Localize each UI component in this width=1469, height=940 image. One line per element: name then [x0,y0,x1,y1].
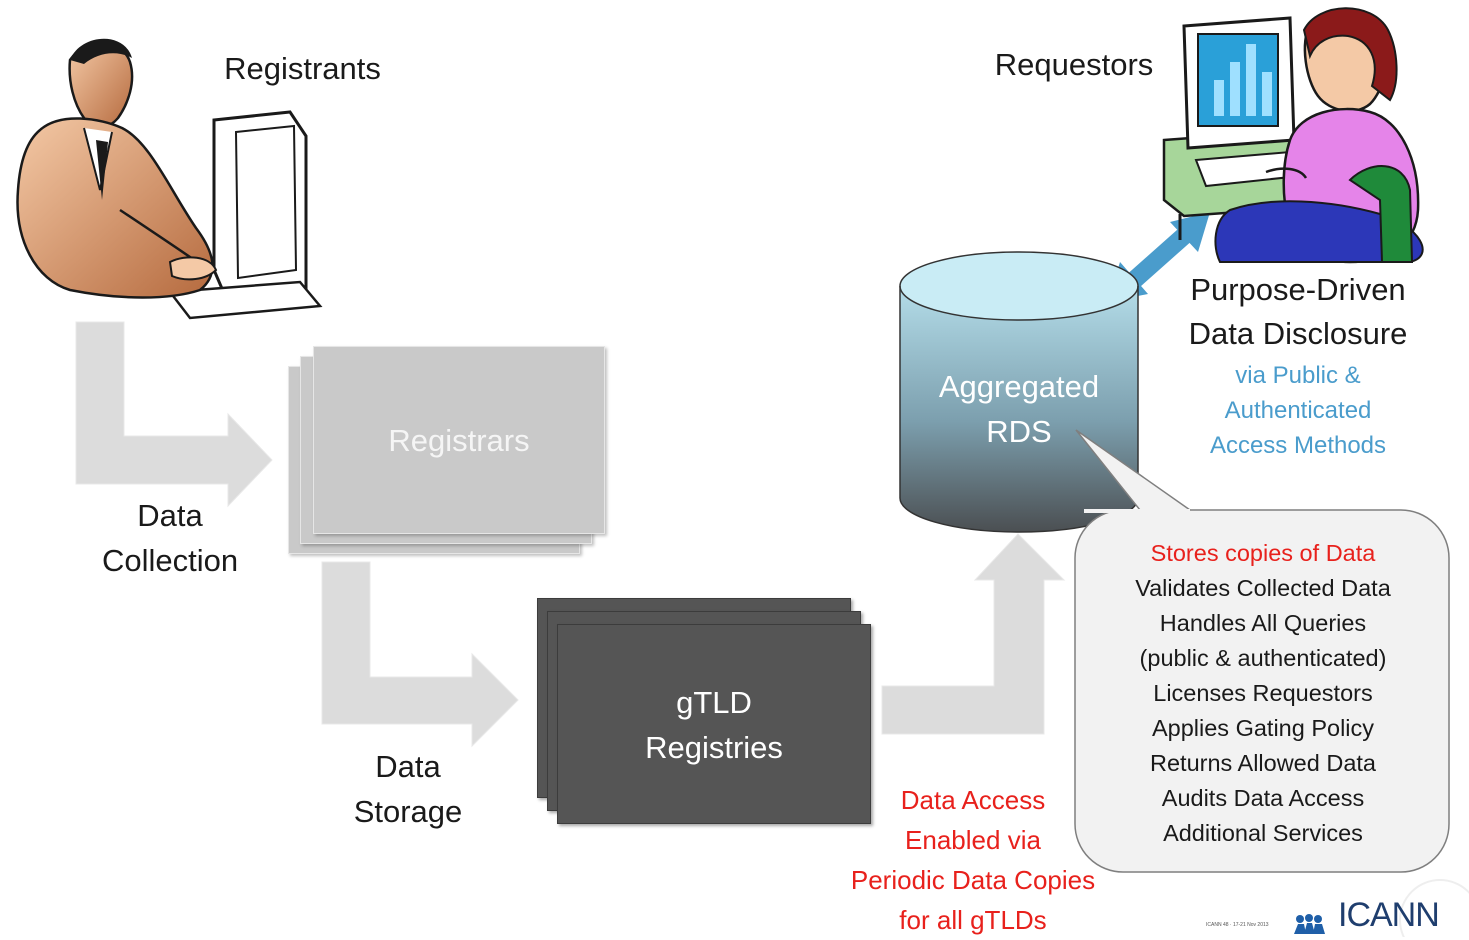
icann-logo: ICANN 48 · 17-21 Nov 2013 ICANN [1206,896,1466,937]
registrants-label: Registrants [224,51,381,86]
data-collection-label: Data Collection [60,493,280,583]
callout-item: Returns Allowed Data [1150,750,1376,776]
callout-item: Validates Collected Data [1135,575,1391,601]
data-access-line2: Enabled via [905,825,1041,855]
registrant-person-illustration [16,38,323,320]
rds-line1: Aggregated [938,369,1100,404]
disclosure-sub-line3: Access Methods [1209,432,1387,459]
access-arrow [881,533,1066,735]
registrars-card [313,346,605,534]
disclosure-title-line1: Purpose-Driven [1190,272,1406,307]
disclosure-block: Purpose-Driven Data Disclosure via Publi… [1158,268,1438,463]
rds-line2: RDS [986,414,1052,449]
requestor-person-illustration [1162,7,1424,264]
data-storage-label: Data Storage [318,744,498,834]
callout-item: Additional Services [1163,820,1363,846]
registries-label: gTLD Registries [557,680,871,770]
callout-list: Stores copies of Data Validates Collecte… [1078,536,1448,851]
registries-card [557,624,871,824]
data-access-note: Data Access Enabled via Periodic Data Co… [826,780,1120,940]
icann-logo-small-text: ICANN 48 · 17-21 Nov 2013 [1206,922,1269,928]
callout-highlight: Stores copies of Data [1150,540,1376,566]
registries-line1: gTLD [676,685,752,720]
data-access-line1: Data Access [900,785,1046,815]
disclosure-sub-line1: via Public & [1235,362,1361,389]
data-collection-line2: Collection [101,543,239,578]
data-storage-line2: Storage [353,794,463,829]
rds-database-cylinder [899,251,1139,533]
watermark-seal [1399,879,1469,937]
callout-item: (public & authenticated) [1139,645,1387,671]
rds-label: Aggregated RDS [900,364,1138,454]
data-access-line4: for all gTLDs [899,905,1047,935]
disclosure-title-line2: Data Disclosure [1188,316,1408,351]
callout-item: Licenses Requestors [1153,680,1373,706]
registrars-label: Registrars [388,423,530,458]
callout-bubble [1074,429,1450,873]
requestors-label: Requestors [994,47,1154,82]
data-access-line3: Periodic Data Copies [850,865,1096,895]
icann-logo-text: ICANN [1338,896,1440,934]
disclosure-sub-line2: Authenticated [1224,397,1372,424]
callout-item: Handles All Queries [1159,610,1367,636]
collection-arrow [75,321,273,508]
callout-item: Audits Data Access [1161,785,1365,811]
data-collection-line1: Data [137,498,203,533]
callout-item: Applies Gating Policy [1151,715,1375,741]
registries-line2: Registries [645,730,783,765]
data-storage-line1: Data [375,749,441,784]
icann-figures-icon [1292,914,1326,934]
storage-arrow [321,561,519,748]
